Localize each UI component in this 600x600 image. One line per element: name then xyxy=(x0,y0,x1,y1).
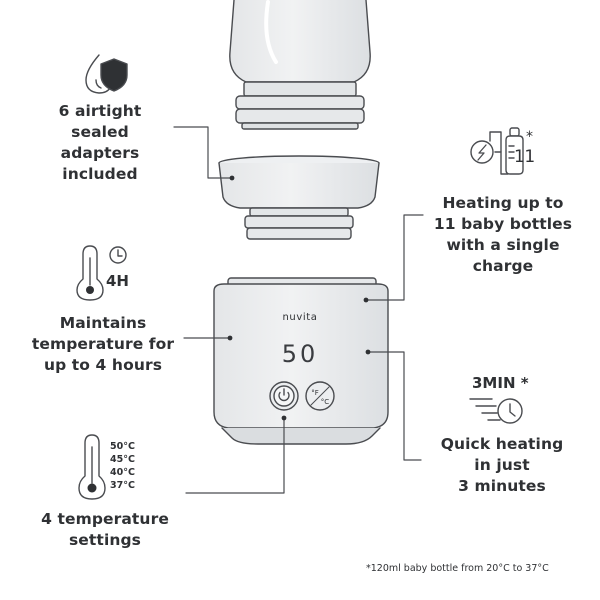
drop-shield-icon xyxy=(85,54,128,94)
feature-quick-line: 3 minutes xyxy=(458,477,546,495)
speed-badge: 3MIN * xyxy=(472,374,529,392)
thermometer-clock-icon xyxy=(76,245,127,301)
feature-maintains: Maintains temperature for up to 4 hours xyxy=(28,313,178,376)
feature-maintains-line: temperature for xyxy=(31,335,175,353)
fast-clock-icon xyxy=(469,398,523,424)
thermometer-icon xyxy=(78,434,106,500)
bottle-count-asterisk: * xyxy=(526,129,533,145)
unit-toggle-fahrenheit: °F xyxy=(311,389,319,397)
device-display: 50 xyxy=(282,340,319,368)
temperature-setting-50: 50°C xyxy=(110,441,135,452)
temperature-setting-40: 40°C xyxy=(110,467,135,478)
warmer-device xyxy=(213,277,389,445)
unit-toggle-celsius: °C xyxy=(321,398,330,406)
feature-quick-line: in just xyxy=(474,456,530,474)
bottle-top xyxy=(229,0,371,130)
adapter xyxy=(218,155,380,240)
battery-bottle-icon xyxy=(470,127,524,175)
feature-quick-heating: Quick heating in just 3 minutes xyxy=(432,434,572,497)
feature-adapters: 6 airtight sealed adapters included xyxy=(48,101,152,185)
feature-heating-line: Heating up to xyxy=(442,194,564,212)
feature-maintains-line: up to 4 hours xyxy=(43,356,163,374)
time-badge: 4H xyxy=(106,272,129,290)
feature-settings-line: 4 temperature xyxy=(41,510,169,528)
feature-settings-line: settings xyxy=(68,531,142,549)
footnote: *120ml baby bottle from 20°C to 37°C xyxy=(366,563,549,574)
unit-toggle-button[interactable] xyxy=(305,381,335,411)
temperature-setting-45: 45°C xyxy=(110,454,135,465)
feature-heating: Heating up to 11 baby bottles with a sin… xyxy=(428,193,578,277)
feature-adapters-line: adapters xyxy=(60,144,140,162)
feature-temperature-settings: 4 temperature settings xyxy=(30,509,180,551)
feature-heating-line: charge xyxy=(472,257,534,275)
feature-quick-line: Quick heating xyxy=(440,435,564,453)
feature-maintains-line: Maintains xyxy=(59,314,147,332)
power-button[interactable] xyxy=(269,381,299,411)
feature-adapters-line: sealed xyxy=(71,123,129,141)
feature-adapters-line: included xyxy=(62,165,138,183)
feature-adapters-line: 6 airtight xyxy=(58,102,142,120)
bottle-count-badge: 11 xyxy=(514,147,535,167)
feature-heating-line: 11 baby bottles xyxy=(433,215,573,233)
temperature-setting-37: 37°C xyxy=(110,480,135,491)
leader-lines xyxy=(173,126,424,494)
device-brand: nuvita xyxy=(282,312,317,323)
feature-heating-line: with a single xyxy=(446,236,560,254)
